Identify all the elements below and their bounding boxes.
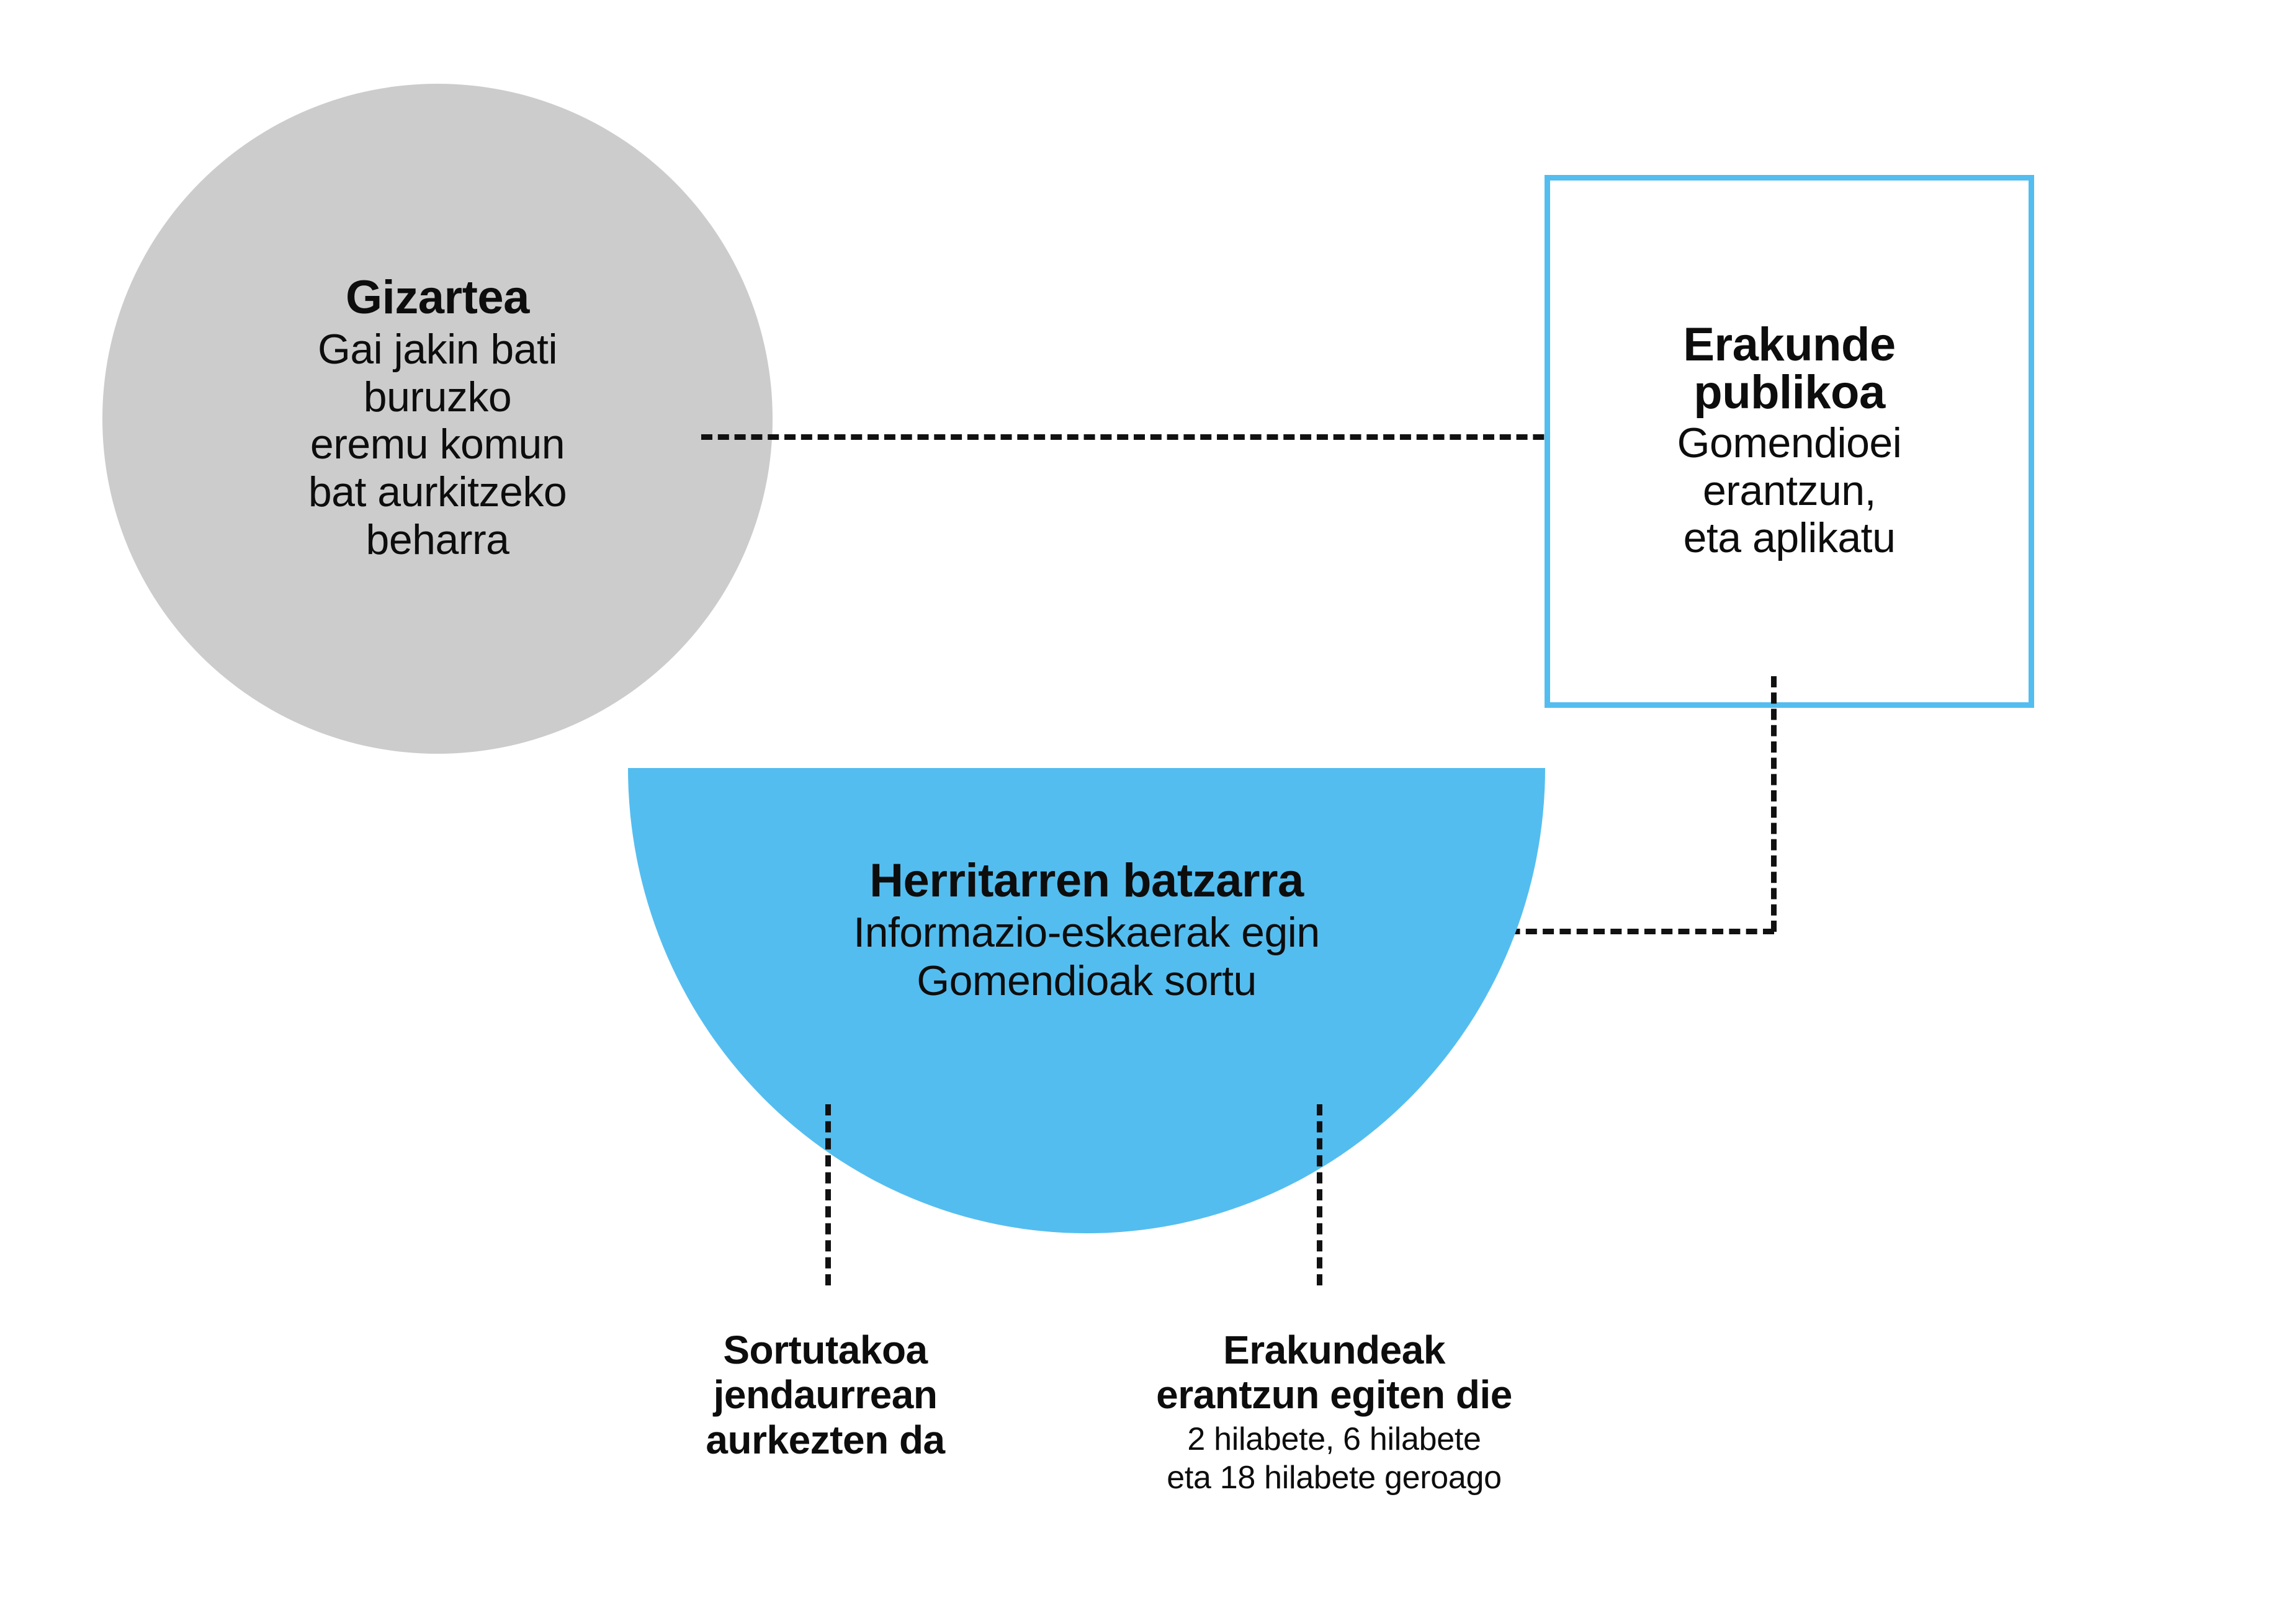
assembly-body-text: Informazio-eskaerak egin Gomendioak sort… [853, 908, 1320, 1004]
caption-left-heading: Sortutakoa jendaurrean aurkezten da [706, 1328, 945, 1462]
society-body-text: Gai jakin bati buruzko eremu komun bat a… [308, 325, 567, 563]
caption-right-heading: Erakundeak erantzun egiten die [1156, 1328, 1512, 1418]
caption-left: Sortutakoa jendaurrean aurkezten da [621, 1328, 1030, 1465]
connector-institution-to-assembly-horizontal [1424, 929, 1774, 934]
connector-society-to-institution [701, 434, 1577, 440]
institution-title: Erakunde publikoa [1683, 318, 1896, 419]
caption-right-subtext: 2 hilabete, 6 hilabete eta 18 hilabete g… [1167, 1421, 1502, 1496]
institution-body-text: Gomendioei erantzun, eta aplikatu [1677, 419, 1902, 562]
society-circle-node: Gizartea Gai jakin bati buruzko eremu ko… [102, 84, 773, 754]
connector-assembly-to-caption-right [1317, 1104, 1322, 1285]
connector-assembly-to-caption-left [825, 1104, 831, 1285]
assembly-text-group: Herritarren batzarra Informazio-eskaerak… [628, 856, 1545, 1005]
connector-institution-to-assembly-vertical [1771, 676, 1777, 932]
caption-right: Erakundeak erantzun egiten die 2 hilabet… [1055, 1328, 1613, 1497]
assembly-title: Herritarren batzarra [869, 854, 1304, 907]
society-title: Gizartea [346, 271, 529, 324]
institution-box-node: Erakunde publikoa Gomendioei erantzun, e… [1545, 175, 2034, 708]
